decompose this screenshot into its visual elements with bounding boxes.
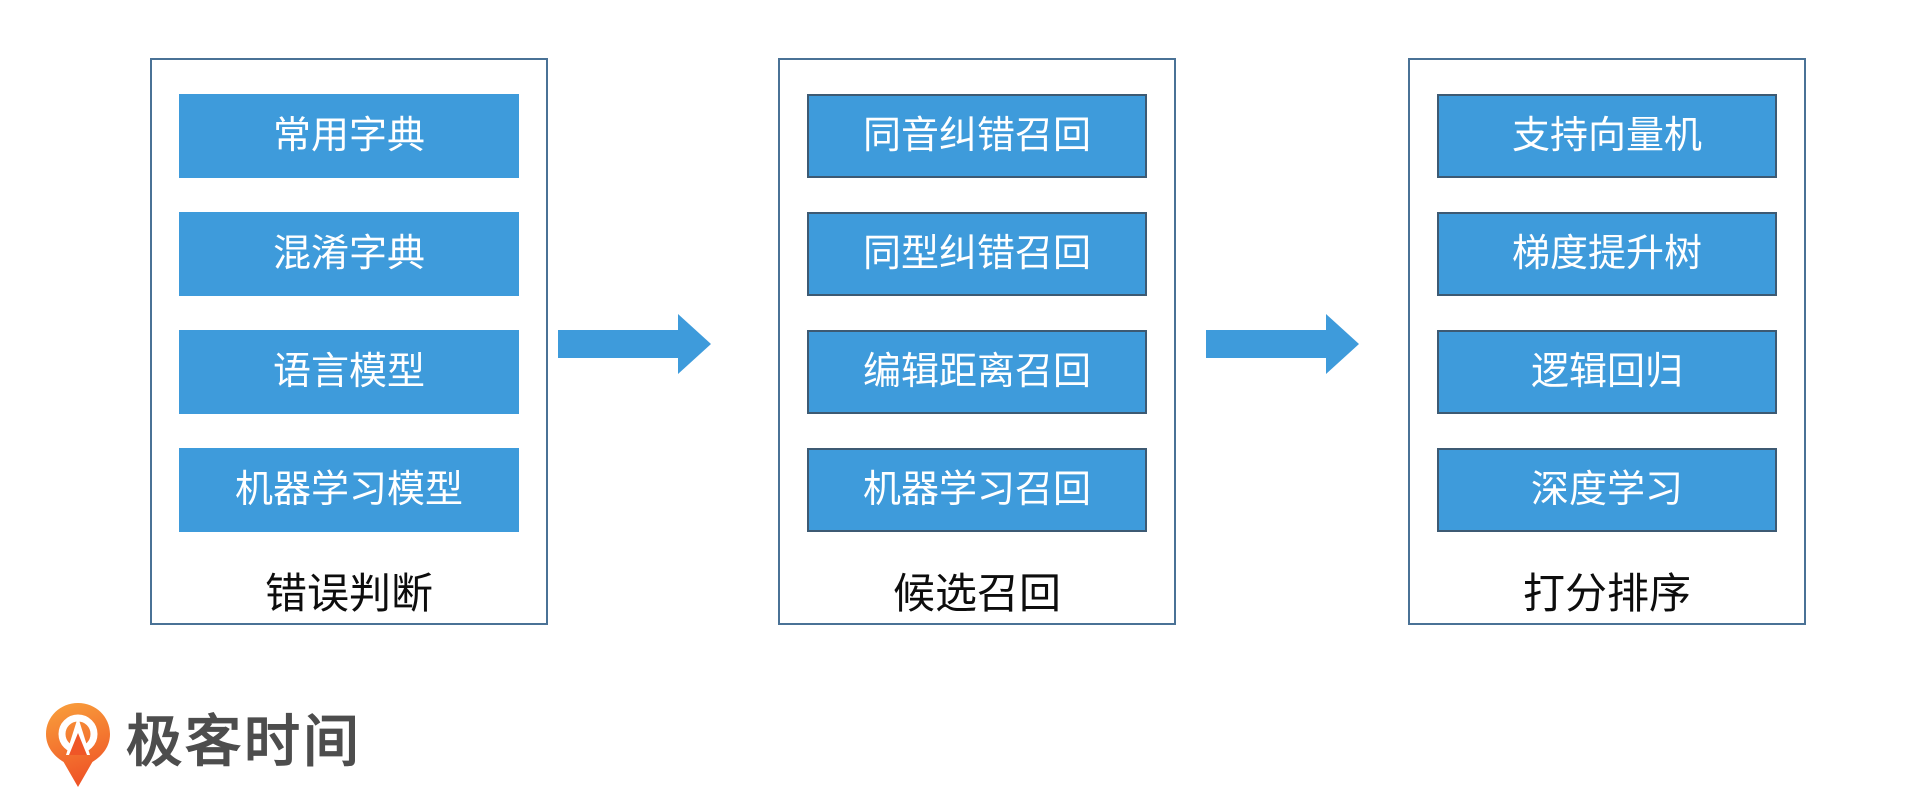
- stage-error-detection: 常用字典 混淆字典 语言模型 机器学习模型 错误判断: [150, 58, 548, 625]
- diagram-box: 混淆字典: [179, 212, 519, 296]
- stage-scoring-ranking: 支持向量机 梯度提升树 逻辑回归 深度学习 打分排序: [1408, 58, 1806, 625]
- geektime-pin-icon: [46, 703, 110, 787]
- diagram-box: 同型纠错召回: [807, 212, 1147, 296]
- flow-right-arrow-icon: [1206, 314, 1359, 374]
- box-label: 梯度提升树: [1511, 233, 1702, 275]
- diagram-box: 支持向量机: [1437, 94, 1777, 178]
- stage-title: 错误判断: [264, 570, 433, 617]
- box-label: 语言模型: [272, 351, 425, 393]
- stage-title: 打分排序: [1522, 570, 1691, 617]
- flow-right-arrow-icon: [558, 314, 711, 374]
- diagram-box: 逻辑回归: [1437, 330, 1777, 414]
- diagram-box: 语言模型: [179, 330, 519, 414]
- box-label: 同音纠错召回: [862, 115, 1091, 157]
- box-label: 混淆字典: [272, 233, 425, 275]
- box-label: 常用字典: [272, 115, 425, 157]
- diagram-box: 机器学习召回: [807, 448, 1147, 532]
- box-label: 深度学习: [1530, 469, 1683, 511]
- diagram-box: 梯度提升树: [1437, 212, 1777, 296]
- diagram-box: 同音纠错召回: [807, 94, 1147, 178]
- diagram-box: 常用字典: [179, 94, 519, 178]
- diagram-box: 编辑距离召回: [807, 330, 1147, 414]
- box-label: 机器学习模型: [234, 469, 463, 511]
- box-label: 支持向量机: [1511, 115, 1702, 157]
- box-label: 编辑距离召回: [862, 351, 1091, 393]
- box-label: 逻辑回归: [1530, 351, 1683, 393]
- stage-title: 候选召回: [892, 570, 1061, 617]
- geektime-logo: 极客时间: [46, 702, 362, 788]
- diagram-box: 深度学习: [1437, 448, 1777, 532]
- diagram-box: 机器学习模型: [179, 448, 519, 532]
- geektime-logo-text: 极客时间: [126, 710, 362, 773]
- stage-candidate-recall: 同音纠错召回 同型纠错召回 编辑距离召回 机器学习召回 候选召回: [778, 58, 1176, 625]
- box-label: 机器学习召回: [862, 469, 1091, 511]
- box-label: 同型纠错召回: [862, 233, 1091, 275]
